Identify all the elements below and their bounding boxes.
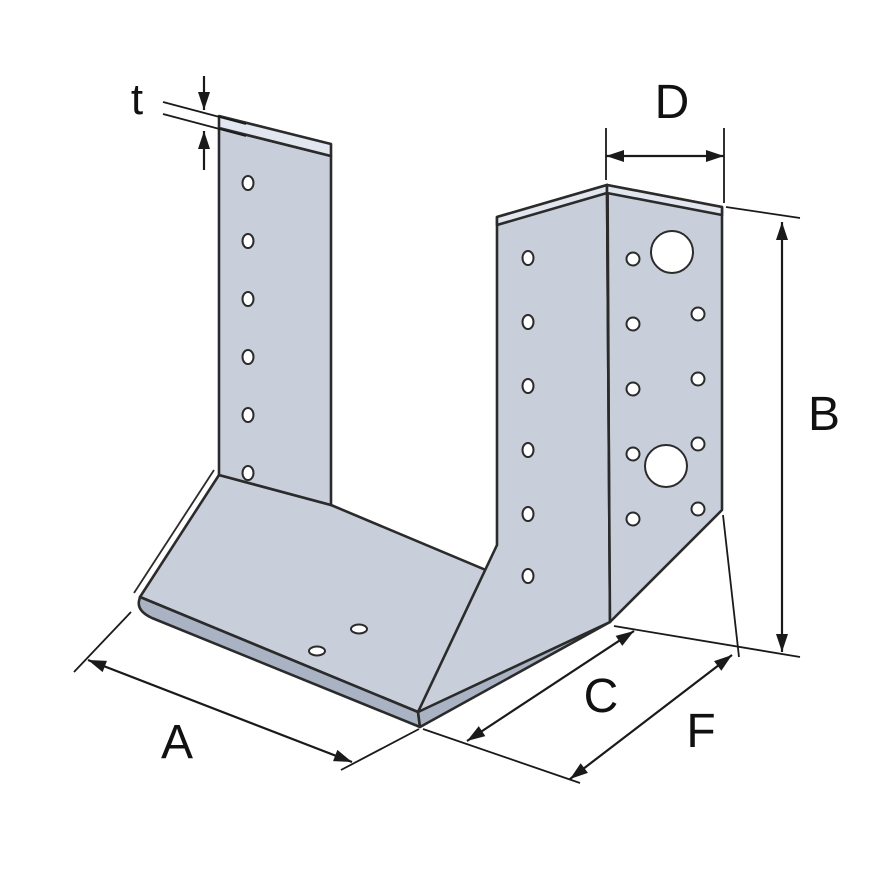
- nail-hole: [241, 407, 255, 423]
- dimensions: t D B A C: [73, 75, 840, 784]
- nail-hole: [241, 233, 255, 249]
- nail-hole: [521, 314, 535, 330]
- dimension-ext-line: [162, 113, 247, 137]
- nail-hole: [521, 250, 535, 266]
- nail-hole: [521, 568, 535, 584]
- nail-hole: [690, 371, 706, 387]
- nail-hole: [241, 291, 255, 307]
- left-flange-holes: [241, 175, 255, 481]
- dimension-F: F: [569, 514, 740, 780]
- dimension-ext-line: [340, 728, 420, 771]
- dimension-label-t: t: [131, 75, 143, 124]
- dimension-arrow: [569, 654, 733, 780]
- nail-hole: [241, 349, 255, 365]
- dimension-ext-line: [613, 625, 801, 658]
- nail-hole: [690, 501, 706, 517]
- dimension-label-A: A: [161, 716, 193, 769]
- nail-hole: [521, 506, 535, 522]
- nail-hole: [625, 446, 641, 462]
- nail-hole: [690, 306, 706, 322]
- dimension-ext-line: [73, 611, 132, 673]
- right-plate-fold-line: [607, 189, 611, 621]
- nail-hole: [241, 465, 255, 481]
- dimension-ext-line: [422, 728, 581, 784]
- left-flange-face: [217, 126, 333, 507]
- right-flange-holes: [625, 230, 706, 527]
- dimension-D: D: [605, 76, 725, 203]
- hanger-body: [133, 114, 724, 729]
- dimension-label-F: F: [686, 705, 715, 758]
- nail-hole: [625, 381, 641, 397]
- nail-hole: [350, 623, 368, 635]
- dimension-B: B: [613, 206, 840, 658]
- bolt-hole: [650, 230, 694, 274]
- nail-hole: [241, 175, 255, 191]
- dimension-arrow: [466, 630, 635, 742]
- nail-hole: [308, 645, 326, 657]
- right-flange-top-edge: [605, 183, 724, 217]
- right-wall-holes: [521, 250, 535, 584]
- dimension-label-B: B: [808, 388, 840, 441]
- dimension-ext-line: [722, 514, 740, 658]
- nail-hole: [690, 436, 706, 452]
- left-wall-slope-edge: [133, 469, 215, 594]
- dimension-A: A: [73, 611, 420, 771]
- dimension-arrow: [87, 658, 353, 764]
- dimension-label-C: C: [584, 670, 619, 723]
- left-flange-top-edge: [217, 114, 333, 158]
- nail-hole: [521, 378, 535, 394]
- dimension-ext-line: [162, 101, 247, 125]
- dimension-label-D: D: [655, 76, 690, 129]
- dimension-t: t: [131, 75, 247, 170]
- dimension-ext-line: [725, 206, 801, 219]
- nail-hole: [625, 511, 641, 527]
- bolt-hole: [644, 444, 688, 488]
- nail-hole: [521, 442, 535, 458]
- seat-holes: [308, 623, 368, 657]
- nail-hole: [625, 316, 641, 332]
- nail-hole: [625, 251, 641, 267]
